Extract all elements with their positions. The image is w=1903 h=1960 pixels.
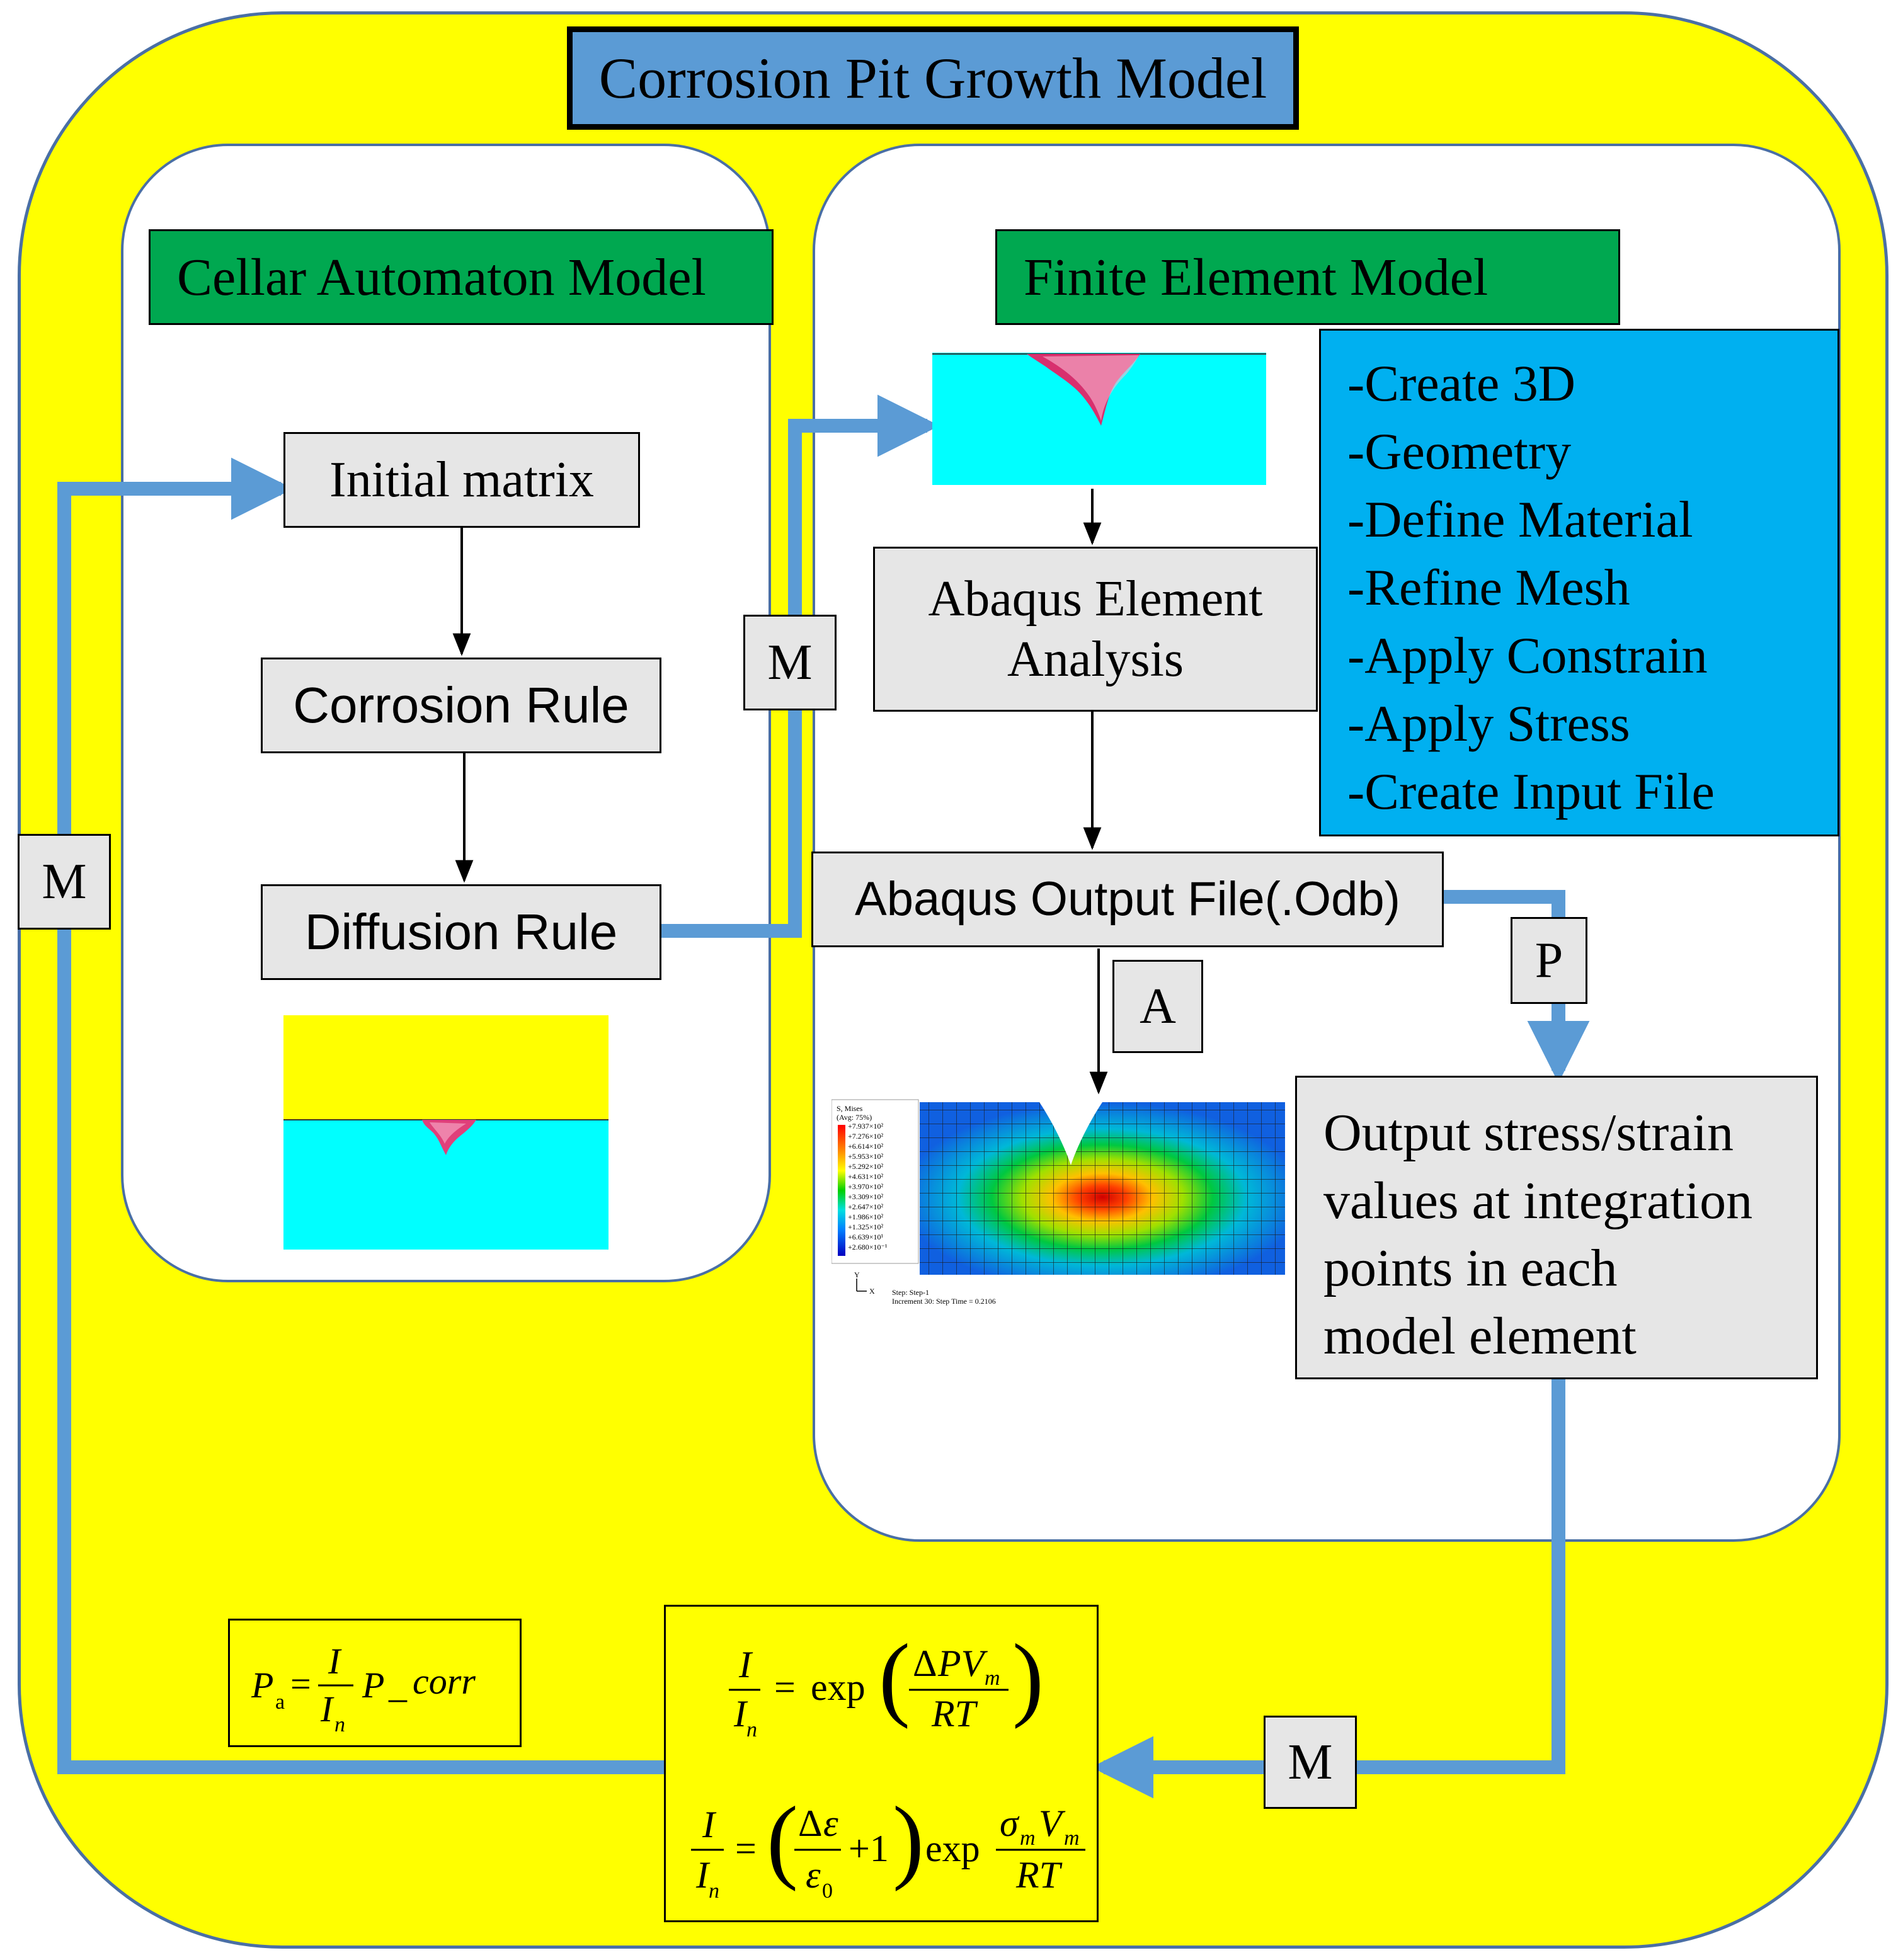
svg-text:): ) [1012,1625,1044,1729]
label-m-bottom: M [1264,1716,1357,1809]
svg-text:exp: exp [925,1828,980,1869]
legend-value: +3.970×10² [848,1182,884,1191]
arrow-odb-to-output [1444,890,1590,1083]
svg-text:0: 0 [822,1879,833,1903]
svg-text:_: _ [388,1665,408,1706]
svg-text:=: = [290,1663,311,1704]
svg-text:(: ( [879,1625,910,1729]
svg-text:I: I [702,1804,717,1845]
ca-pit-image [283,1015,609,1250]
svg-text:): ) [893,1787,924,1892]
output-values-box: Output stress/strain values at integrati… [1295,1076,1818,1379]
arrow-formulas-to-initial [57,457,664,1774]
diagram-title: Corrosion Pit Growth Model [567,26,1299,130]
svg-text:n: n [709,1879,719,1903]
fe-step: -Refine Mesh [1347,559,1630,616]
label-m-middle: M [743,615,837,710]
svg-text:m: m [1064,1826,1080,1850]
diffusion-rule-box: Diffusion Rule [261,884,661,980]
svg-text:m: m [1020,1826,1036,1850]
fe-steps-list: -Create 3D -Geometry -Define Material -R… [1319,329,1839,836]
abaqus-analysis-line2: Analysis [1007,632,1184,687]
legend-value: +6.639×10¹ [848,1233,884,1241]
formula-pa: P a = I I n P _ corr [251,1641,476,1736]
formula-mechanochemical: I I n = exp ( Δ PV m RT ) I I n = ( Δ ε … [691,1625,1085,1903]
legend-value: +1.325×10² [848,1222,884,1231]
svg-text:I: I [733,1693,748,1735]
fe-step: -Create 3D [1347,355,1575,412]
svg-text:I: I [695,1854,711,1896]
svg-text:I: I [738,1644,753,1685]
svg-text:I: I [328,1641,342,1682]
svg-text:PV: PV [937,1643,988,1684]
svg-text:=: = [735,1828,757,1869]
svg-text:Δ: Δ [913,1643,937,1684]
initial-matrix-box: Initial matrix [283,432,640,528]
ca-model-header: Cellar Automaton Model [149,229,774,325]
svg-text:a: a [275,1690,285,1714]
legend-value: +7.937×10² [848,1122,884,1131]
svg-text:m: m [985,1667,1000,1690]
axis-y-label: Y [854,1270,860,1279]
fe-model-header: Finite Element Model [995,229,1620,325]
arrow-output-to-formulas [1091,1379,1565,1799]
output-values-line: values at integration [1323,1171,1753,1230]
fe-step: -Apply Stress [1347,695,1630,752]
label-p: P [1511,917,1587,1004]
svg-text:+1: +1 [849,1828,889,1869]
svg-text:=: = [774,1667,796,1708]
legend-value: +6.614×10² [848,1142,884,1151]
svg-text:ε: ε [823,1803,838,1844]
legend-value: +5.953×10² [848,1152,884,1161]
legend-value: +2.680×10⁻¹ [848,1243,888,1251]
plot-caption-2: Increment 30: Step Time = 0.2106 [892,1297,996,1306]
svg-text:exp: exp [811,1667,866,1708]
legend-value: +3.309×10² [848,1192,884,1201]
stress-contour-plot: S, Mises (Avg: 75%) +7.937×10² +7.276×10… [831,1099,1285,1306]
svg-text:RT: RT [1015,1854,1063,1896]
formula-mechanochemical-box: I I n = exp ( Δ PV m RT ) I I n = ( Δ ε … [664,1605,1099,1922]
fe-step: -Create Input File [1347,763,1715,820]
legend-value: +5.292×10² [848,1162,884,1171]
legend-title-2: (Avg: 75%) [837,1113,872,1122]
svg-text:σ: σ [1000,1803,1020,1844]
svg-text:ε: ε [806,1854,821,1896]
legend-value: +4.631×10² [848,1172,884,1181]
legend-title-1: S, Mises [837,1104,863,1113]
legend-value: +2.647×10² [848,1202,884,1211]
svg-text:corr: corr [413,1661,476,1702]
legend-value: +7.276×10² [848,1132,884,1141]
svg-text:n: n [746,1718,757,1741]
legend-values: +7.937×10² +7.276×10² +6.614×10² +5.953×… [848,1122,888,1251]
abaqus-analysis-box: Abaqus Element Analysis [873,547,1318,712]
fe-step: -Geometry [1347,423,1572,480]
svg-text:RT: RT [931,1693,978,1735]
svg-text:I: I [320,1689,334,1729]
abaqus-analysis-line1: Abaqus Element [928,571,1263,627]
output-values-line: Output stress/strain [1323,1103,1734,1162]
abaqus-output-box: Abaqus Output File(.Odb) [811,852,1444,947]
axis-x-label: X [869,1287,875,1296]
label-a: A [1112,960,1203,1053]
fe-pit-mesh-image [932,353,1266,485]
svg-text:n: n [334,1713,345,1736]
svg-text:Δ: Δ [798,1803,823,1844]
label-m-left: M [18,834,111,930]
output-values-line: points in each [1323,1239,1618,1298]
svg-text:P: P [362,1665,384,1706]
svg-text:P: P [251,1665,273,1706]
svg-text:V: V [1039,1803,1066,1844]
fe-step: -Apply Constrain [1347,627,1708,684]
plot-caption-1: Step: Step-1 [892,1288,929,1297]
fe-step: -Define Material [1347,491,1693,548]
formula-pa-box: P a = I I n P _ corr [228,1619,522,1747]
output-values-line: model element [1323,1306,1637,1365]
legend-value: +1.986×10² [848,1212,884,1221]
corrosion-rule-box: Corrosion Rule [261,658,661,753]
svg-text:(: ( [767,1787,798,1892]
